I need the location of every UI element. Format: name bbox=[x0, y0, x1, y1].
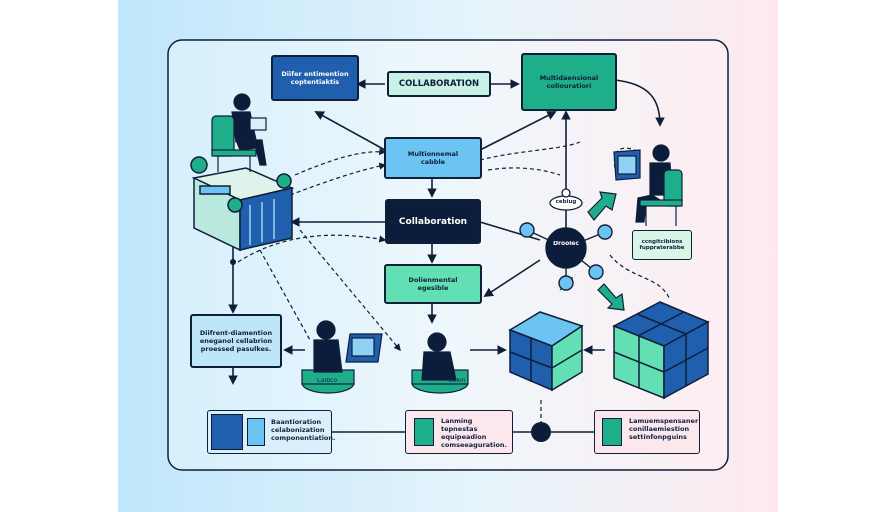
node-right-card: ccngitcibions fuppraterabbe bbox=[632, 230, 692, 260]
node-top-center-label: COLLABORATION bbox=[398, 79, 480, 89]
arrow-mid-to-topleft bbox=[314, 111, 386, 151]
node-right-card-label: ccngitcibions fuppraterabbe bbox=[639, 239, 685, 251]
person-at-laptop-icon bbox=[301, 320, 383, 394]
node-mid-lower: Dolienmental egesible bbox=[384, 264, 482, 304]
person-at-laptop-icon bbox=[411, 332, 469, 394]
server-cube-icon bbox=[190, 156, 295, 252]
legend-swatch-2 bbox=[414, 418, 434, 446]
node-top-right-label: Multidaensional coliouratiori bbox=[539, 74, 599, 90]
legend-text-3: Lamuemspensaner conillaemiestion settinf… bbox=[629, 417, 699, 442]
node-top-left: Diifer entimention coptentiaktis bbox=[271, 55, 359, 101]
node-mid-upper-label: Multionnemal cabble bbox=[407, 150, 459, 166]
diagram-panel bbox=[167, 39, 729, 471]
node-left-lower-label: Diifrent-diamention eneganol cellabrion … bbox=[199, 329, 273, 353]
grid-cube-icon bbox=[612, 301, 710, 400]
bulb-label: cebiug bbox=[555, 199, 577, 205]
person-at-laptop-icon bbox=[613, 144, 683, 226]
legend-swatch-1 bbox=[247, 418, 265, 446]
split-cube-icon bbox=[508, 311, 584, 392]
hub-label: Droolec bbox=[553, 241, 579, 247]
bulb-icon bbox=[549, 188, 583, 211]
legend-swatch-3 bbox=[602, 418, 622, 446]
node-collaboration-label: Collaboration bbox=[398, 216, 468, 227]
cabin-center-label: Colon bbox=[448, 378, 466, 384]
node-collaboration: Collaboration bbox=[385, 199, 481, 244]
hub-node-icon bbox=[519, 222, 613, 291]
cabin-left-label: Calbco bbox=[316, 378, 338, 384]
person-at-laptop-icon bbox=[211, 93, 267, 172]
terminal-node-icon bbox=[531, 422, 551, 442]
arrow-mid-to-topright bbox=[479, 111, 557, 151]
node-mid-upper: Multionnemal cabble bbox=[384, 137, 482, 179]
junction-dot bbox=[230, 259, 236, 265]
node-top-right: Multidaensional coliouratiori bbox=[521, 53, 617, 111]
node-top-center: COLLABORATION bbox=[387, 71, 491, 97]
legend-swatch-frame-1 bbox=[211, 414, 243, 450]
arrow-topright-down bbox=[614, 79, 665, 127]
node-top-left-label: Diifer entimention coptentiaktis bbox=[281, 70, 349, 86]
legend-text-1: Baantioration celabonization componentia… bbox=[271, 418, 336, 443]
legend-text-2: Lanming tepnestas equipeadion comseeagur… bbox=[441, 417, 507, 450]
node-mid-lower-label: Dolienmental egesible bbox=[408, 276, 458, 292]
node-left-lower: Diifrent-diamention eneganol cellabrion … bbox=[190, 314, 282, 368]
arrow-hub-to-lower bbox=[483, 259, 541, 298]
arrow-icon bbox=[587, 191, 625, 311]
